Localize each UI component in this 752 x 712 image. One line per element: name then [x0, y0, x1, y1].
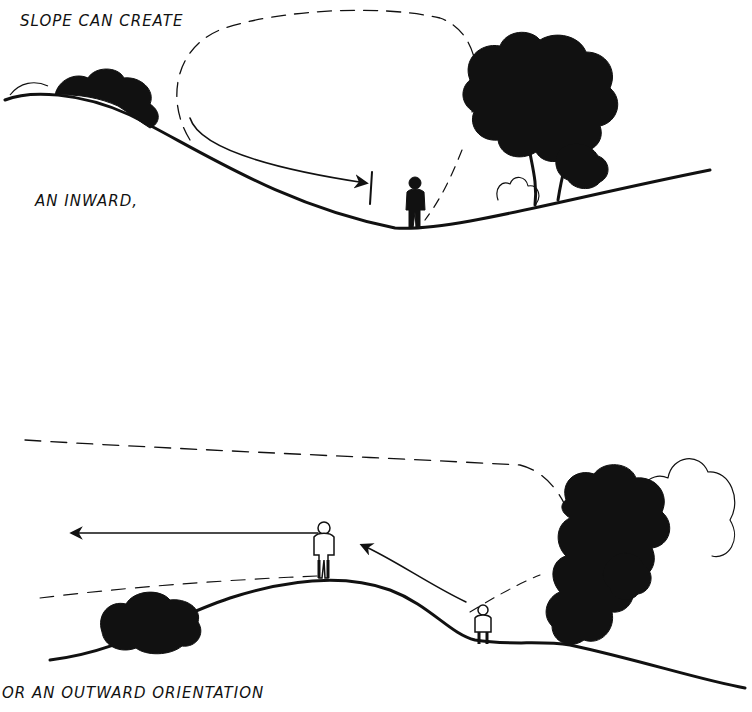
enclosure-dash — [425, 150, 462, 220]
tree-canopy — [546, 465, 670, 645]
shrub — [55, 69, 158, 128]
annotation-text: OR AN OUTWARD ORIENTATION — [2, 684, 264, 702]
shrub — [101, 592, 201, 654]
enclosure-dash — [177, 10, 477, 140]
person-figure — [475, 605, 491, 644]
tree-canopy — [603, 553, 651, 600]
bush-outline — [497, 177, 539, 204]
person-figure — [406, 177, 425, 228]
annotation-text: SLOPE CAN CREATE — [20, 12, 183, 30]
view-arrow — [72, 532, 318, 534]
climb-arrow — [362, 545, 466, 602]
person-figure — [314, 522, 334, 578]
ridge-ground — [50, 580, 745, 688]
tree-canopy — [463, 32, 618, 161]
annotation-text: AN INWARD, — [35, 192, 138, 210]
view-arrow — [190, 118, 366, 183]
view-arrow-tail — [370, 172, 372, 204]
shrub-scribble — [10, 83, 48, 95]
sky-dash — [25, 440, 565, 505]
tree-canopy — [556, 144, 608, 189]
